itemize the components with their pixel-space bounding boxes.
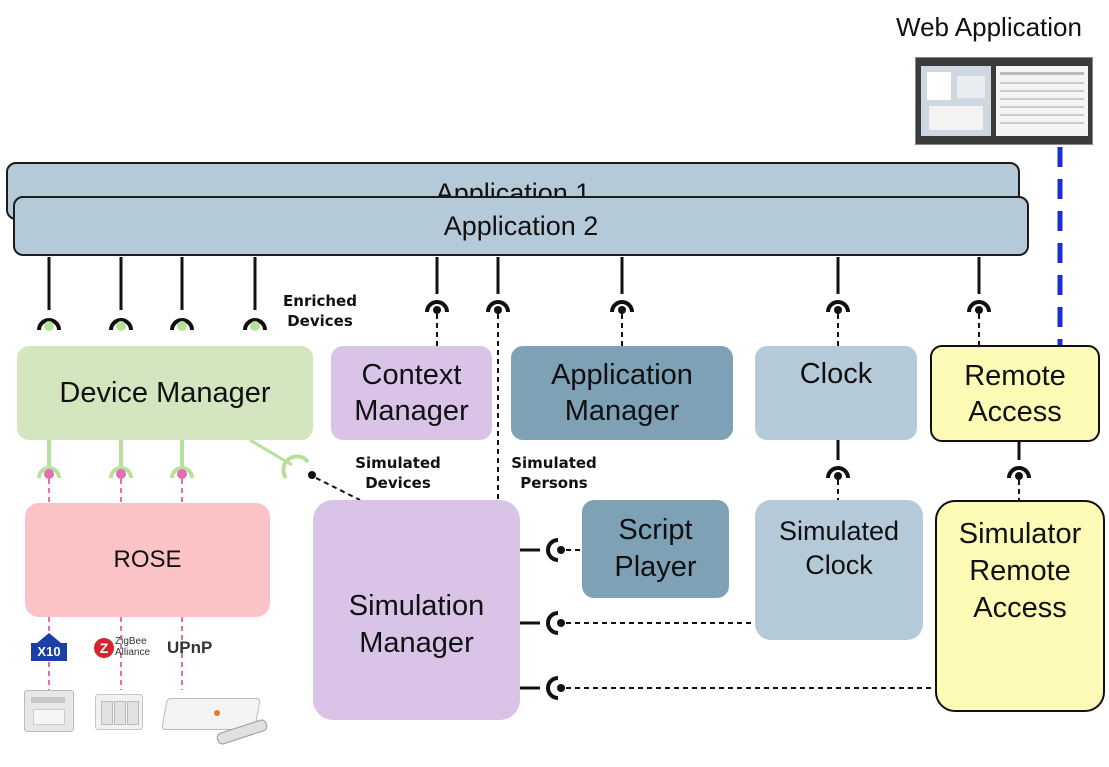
clock-box: Clock [755, 346, 917, 440]
web-application-title: Web Application [896, 12, 1082, 42]
application-2-bar: Application 2 [13, 196, 1029, 256]
socket-icon [486, 300, 510, 313]
simulated-persons-label: Simulated Persons [511, 454, 597, 492]
simulator-remote-access-box: Simulator Remote Access [935, 500, 1105, 712]
script-player-box: Script Player [582, 500, 729, 598]
socket-icon [37, 318, 61, 331]
zigbee-logo-icon: Z ZigBee Alliance [94, 636, 150, 660]
context-manager-box: Context Manager [331, 346, 492, 440]
socket-icon [967, 300, 991, 313]
socket-icon [170, 318, 194, 331]
set-top-box-icon [161, 684, 269, 748]
remote-access-box: Remote Access [930, 345, 1100, 442]
simulated-devices-label: Simulated Devices [355, 454, 441, 492]
socket-icon [109, 318, 133, 331]
upnp-logo-icon: UPnP [167, 638, 213, 657]
thumbnail-device-list [996, 66, 1088, 136]
socket-icon [243, 318, 267, 331]
application-manager-box: Application Manager [511, 346, 733, 440]
device-manager-box: Device Manager [17, 346, 313, 440]
rose-box: ROSE [25, 503, 270, 617]
x10-logo-icon: X10 [31, 633, 67, 661]
printer-device-icon [24, 690, 74, 732]
socket-icon [826, 300, 850, 313]
simulation-manager-box: Simulation Manager [313, 500, 520, 720]
socket-icon [610, 300, 634, 313]
thumbnail-floorplan [921, 66, 991, 136]
light-switch-icon [95, 694, 143, 730]
web-application-thumbnail [915, 57, 1093, 145]
socket-icon [425, 300, 449, 313]
application-2-label: Application 2 [443, 210, 599, 241]
device-manager-label: Device Manager [59, 376, 271, 409]
simulated-clock-box: Simulated Clock [755, 500, 923, 640]
enriched-devices-label: Enriched Devices [283, 292, 357, 330]
